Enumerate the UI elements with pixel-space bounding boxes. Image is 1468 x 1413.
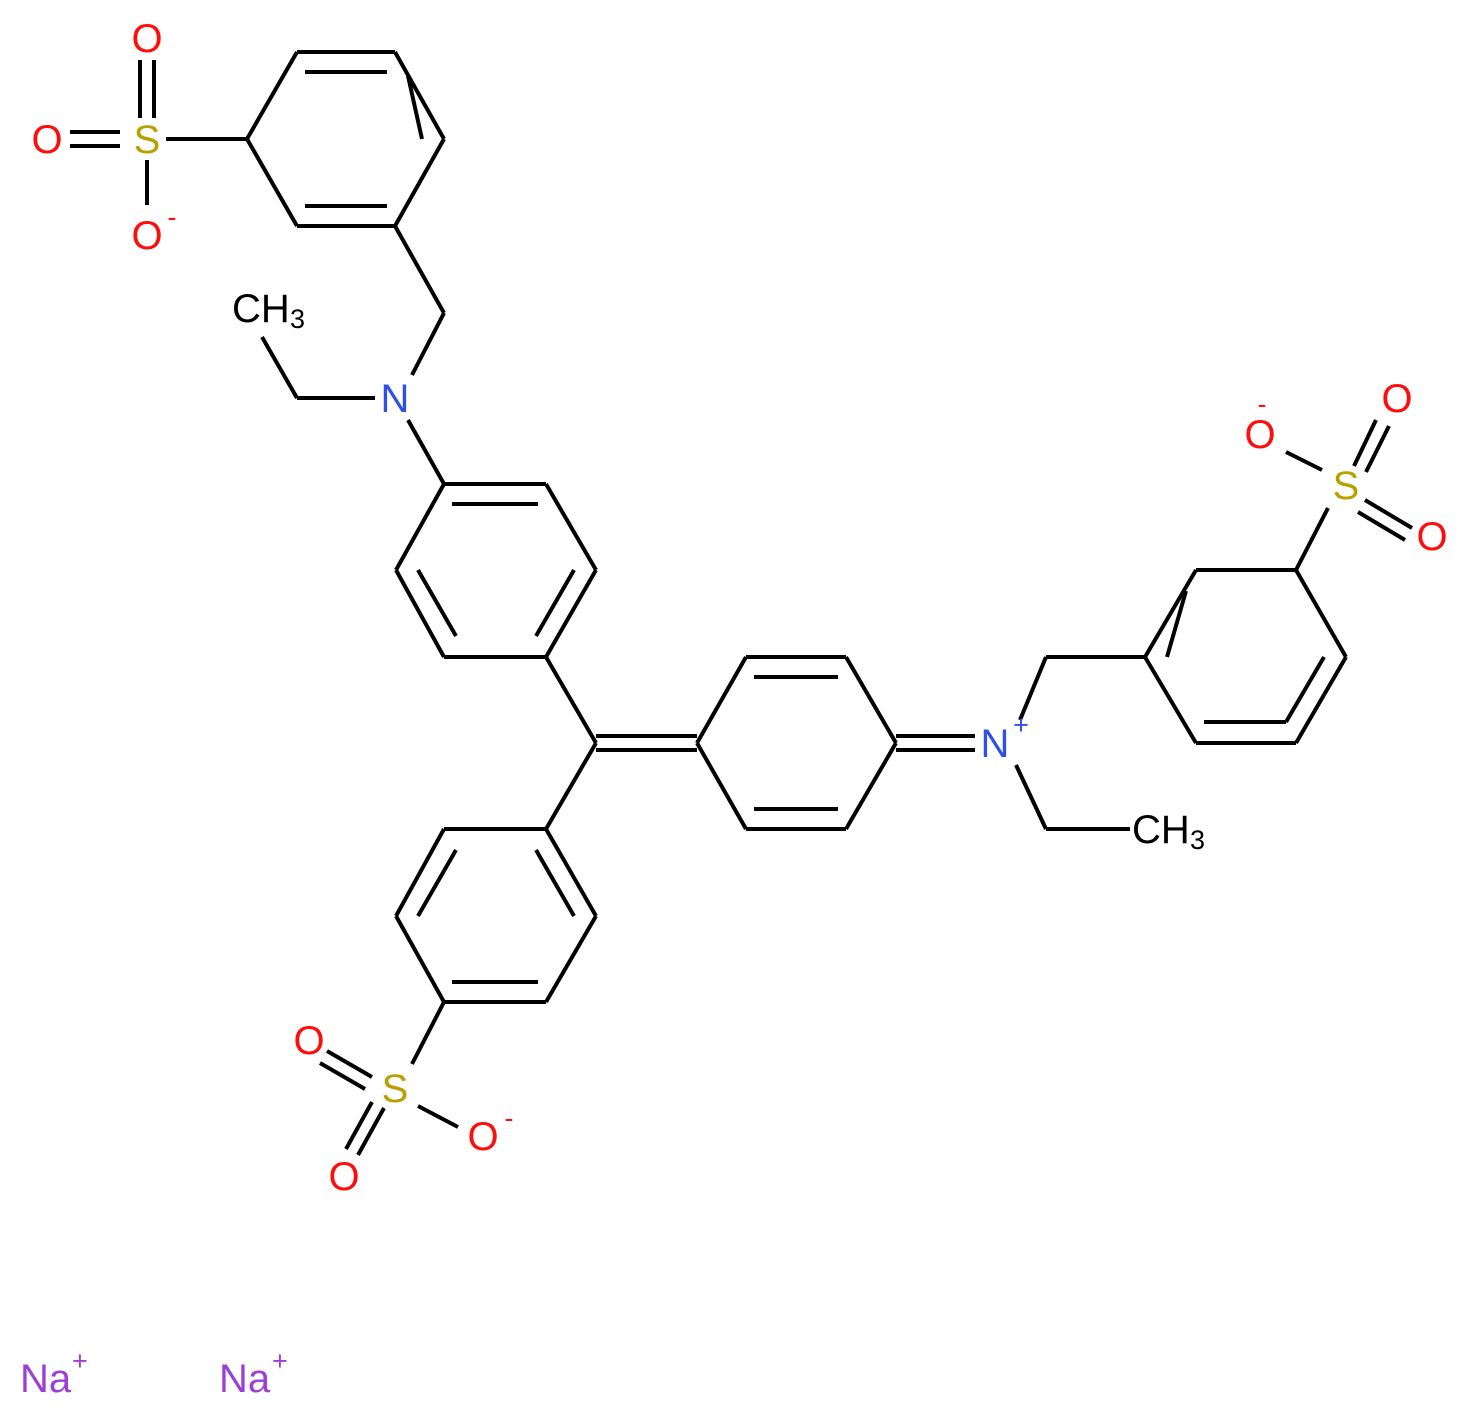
- amine-substituent-bonds: [260, 225, 446, 485]
- oxygen-atom-1b: O: [131, 17, 162, 61]
- iminium-bonds: [896, 655, 1145, 831]
- negative-charge-1: -: [168, 202, 177, 232]
- positive-charge-iminium: +: [1013, 710, 1029, 740]
- sodium-2-charge: +: [272, 1346, 288, 1376]
- sulfonate-2-bonds: [1285, 419, 1414, 571]
- sulfur-atom-1: S: [134, 118, 161, 162]
- nitrogen-amine: N: [381, 377, 410, 421]
- methyl-right-label: CH: [1132, 808, 1190, 852]
- sulfonate-1-bonds: [70, 60, 247, 205]
- ring-right-sulfobenzyl: [1143, 568, 1348, 745]
- sulfonate-3-bonds: [318, 1001, 459, 1156]
- oxygen-atom-1a: O: [31, 118, 62, 162]
- ring-lower-sulfophenyl: [394, 827, 598, 1004]
- sodium-ion-2: Na: [219, 1357, 271, 1401]
- ring-upper-aminophenyl: [394, 482, 598, 659]
- oxygen-atom-3c: O: [467, 1115, 498, 1159]
- methyl-right-subscript: 3: [1190, 825, 1205, 855]
- oxygen-atom-3a: O: [293, 1019, 324, 1063]
- sodium-1-charge: +: [72, 1346, 88, 1376]
- methyl-top-subscript: 3: [290, 304, 305, 334]
- negative-charge-3: -: [505, 1103, 514, 1133]
- sulfur-atom-3: S: [382, 1067, 409, 1111]
- nitrogen-iminium: N: [981, 722, 1010, 766]
- negative-charge-2: -: [1258, 389, 1267, 419]
- central-carbon-bonds: [544, 655, 697, 831]
- sulfur-atom-2: S: [1333, 464, 1360, 508]
- oxygen-atom-3b: O: [328, 1155, 359, 1199]
- oxygen-atom-2b: O: [1381, 377, 1412, 421]
- ring-top-sulfobenzyl: [245, 50, 446, 228]
- methyl-top-label: CH: [232, 287, 290, 331]
- oxygen-atom-2a: O: [1244, 413, 1275, 457]
- atom-labels: S O O O - CH 3 N N + CH 3 S O - O O S O …: [20, 17, 1448, 1401]
- ring-quinoid: [695, 655, 898, 831]
- oxygen-atom-2c: O: [1416, 515, 1447, 559]
- sodium-ion-1: Na: [20, 1357, 72, 1401]
- oxygen-atom-1c: O: [131, 214, 162, 258]
